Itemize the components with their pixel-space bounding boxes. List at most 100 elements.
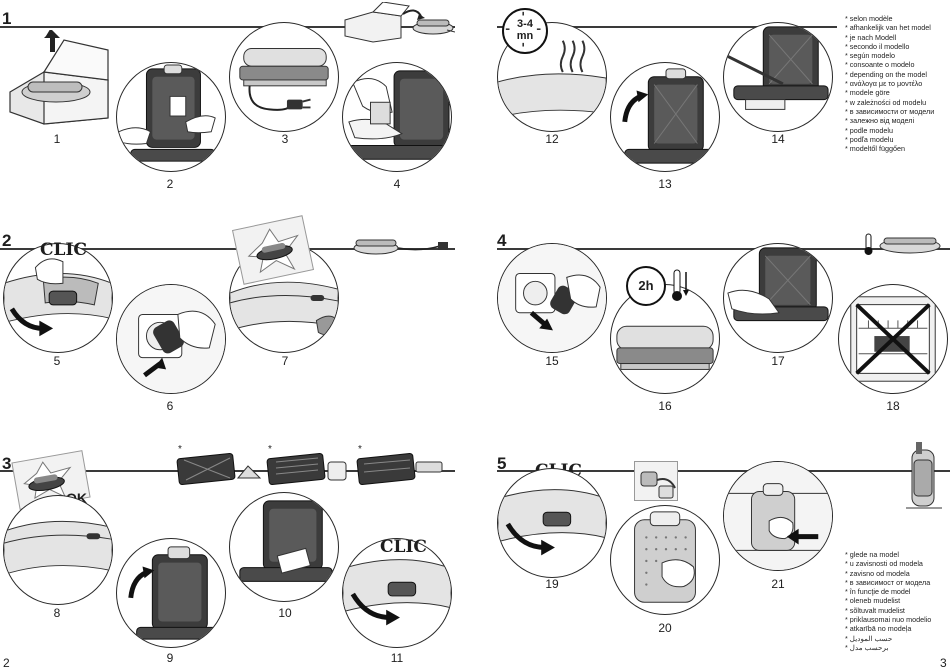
section-number-5: 5	[497, 454, 507, 473]
illustration-box-top	[343, 1, 456, 44]
section-number-1: 1	[2, 9, 12, 28]
step-number-17: 17	[771, 354, 785, 368]
illustration-step-9	[116, 538, 226, 648]
note-line: * consoante o modelo	[845, 60, 915, 70]
illustration-step-18	[838, 284, 948, 394]
step-number-18: 18	[886, 399, 900, 413]
illustration-step-4	[342, 62, 452, 172]
note-line: * je nach Modell	[845, 32, 897, 42]
note-line: * sõltuvalt mudelist	[845, 605, 905, 615]
illustration-step-19	[497, 468, 607, 578]
model-notes-bottom: * glede na model * u zavisnosti od model…	[845, 550, 931, 652]
thermometer-down-icon	[670, 268, 690, 302]
timer-hours: 2h	[638, 278, 654, 293]
illustration-light-card	[231, 215, 315, 285]
illustration-step-15	[497, 243, 607, 353]
step-number-11: 11	[390, 651, 404, 665]
step-number-14: 14	[771, 132, 785, 146]
step-number-6: 6	[166, 399, 174, 413]
timer-clock-3-4mn: 3-4 mn	[502, 8, 548, 54]
note-line: * حسب الموديل	[845, 633, 893, 643]
illustration-step-14	[723, 22, 833, 132]
variant-marker-3: *	[358, 444, 362, 455]
plate-variant-triangle	[176, 450, 266, 486]
section-number-3: 3	[2, 454, 12, 473]
note-line: * selon modèle	[845, 14, 893, 23]
illustration-step-2	[116, 62, 226, 172]
variant-marker-1: *	[178, 444, 182, 455]
plate-variant-grill	[266, 450, 356, 486]
step-number-12: 12	[545, 132, 559, 146]
note-line: * ανάλογα με το μοντέλο	[845, 79, 923, 89]
variant-marker-2: *	[268, 444, 272, 455]
section-rule-1b	[497, 26, 837, 28]
step-number-10: 10	[278, 606, 292, 620]
model-notes-top: * selon modèle * afhankelijk van het mod…	[845, 14, 934, 153]
illustration-ok-card	[11, 450, 91, 510]
timer-unit: mn	[516, 30, 534, 42]
note-line: * priklausomai nuo modelio	[845, 615, 932, 625]
illustration-step-21	[723, 461, 833, 571]
note-line: * modele göre	[845, 88, 890, 98]
section-rule-1	[0, 26, 455, 28]
illustration-step-8	[3, 495, 113, 605]
step-number-15: 15	[545, 354, 559, 368]
plate-variant-waffle	[356, 450, 446, 486]
illustration-handle-card	[634, 461, 678, 501]
note-line: * залежно від моделі	[845, 116, 915, 126]
section-number-2: 2	[2, 231, 12, 250]
note-line: * oleneb mudelist	[845, 596, 901, 606]
illustration-appliance-plugged	[350, 234, 455, 258]
section-rule-2	[0, 248, 455, 250]
illustration-step-1	[4, 26, 112, 125]
illustration-step-16	[610, 284, 720, 394]
step-number-3: 3	[281, 132, 289, 146]
section-number-4: 4	[497, 231, 507, 250]
illustration-step-3	[229, 22, 339, 132]
note-line: * atkarībā no modeļa	[845, 624, 912, 634]
illustration-step-20	[610, 505, 720, 615]
clic-label-step-11: CLIC	[380, 537, 427, 557]
illustration-step-13	[610, 62, 720, 172]
note-line: * secondo il modello	[845, 41, 910, 51]
note-line: * в зависимост от модела	[845, 577, 931, 587]
note-line: * según modelo	[845, 51, 895, 61]
step-number-20: 20	[658, 621, 672, 635]
step-number-5: 5	[53, 354, 61, 368]
illustration-step-5	[3, 243, 113, 353]
illustration-step-10	[229, 492, 339, 602]
step-number-8: 8	[53, 606, 61, 620]
note-line: * w zależności od modelu	[845, 97, 927, 107]
note-line: * podle modelu	[845, 125, 893, 135]
note-line: * depending on the model	[845, 69, 927, 79]
step-number-13: 13	[658, 177, 672, 191]
step-number-2: 2	[166, 177, 174, 191]
note-line: * modeltől függően	[845, 144, 905, 154]
page-number-right: 3	[940, 656, 947, 670]
timer-clock-2h: 2h	[626, 266, 666, 306]
note-line: * podľa modelu	[845, 134, 894, 144]
note-line: * glede na model	[845, 550, 899, 559]
step-number-1: 1	[53, 132, 61, 146]
note-line: * в зависимости от модели	[845, 106, 935, 116]
step-number-9: 9	[166, 651, 174, 665]
step-number-21: 21	[771, 577, 785, 591]
step-number-19: 19	[545, 577, 559, 591]
clic-text-5: CLIC	[40, 240, 87, 260]
note-line: * برحسب مدل	[845, 642, 889, 652]
step-number-16: 16	[658, 399, 672, 413]
note-line: * afhankelijk van het model	[845, 23, 931, 33]
note-line: * u zavisnosti od modela	[845, 559, 923, 569]
note-line: * în funcţie de model	[845, 587, 911, 597]
illustration-step-6	[116, 284, 226, 394]
note-line: * zavisno od modela	[845, 568, 910, 578]
step-number-7: 7	[281, 354, 289, 368]
illustration-vertical-storage	[904, 440, 944, 512]
section-rule-5	[497, 470, 950, 472]
timer-range: 3-4	[517, 18, 533, 30]
thermometer-appliance-icon	[862, 232, 950, 256]
illustration-step-11	[342, 538, 452, 648]
step-number-4: 4	[393, 177, 401, 191]
illustration-step-17	[723, 243, 833, 353]
page-number-left: 2	[3, 656, 10, 670]
